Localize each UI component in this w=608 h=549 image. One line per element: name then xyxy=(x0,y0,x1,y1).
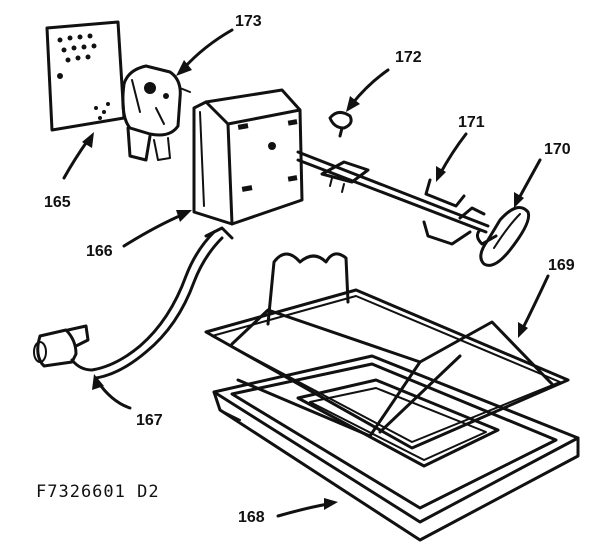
arrow-169 xyxy=(518,274,550,338)
arrow-172 xyxy=(346,68,390,112)
label-170: 170 xyxy=(544,141,571,158)
power-cord-167 xyxy=(33,226,234,380)
thumb-screw-172 xyxy=(328,111,353,138)
motor-housing-166 xyxy=(192,88,304,226)
handle-170 xyxy=(475,206,531,267)
arrow-165 xyxy=(62,132,94,180)
arrow-173 xyxy=(176,28,234,76)
label-167: 167 xyxy=(136,412,163,429)
label-172: 172 xyxy=(395,49,422,66)
arrow-171 xyxy=(436,132,468,182)
label-171: 171 xyxy=(458,114,485,131)
label-173: 173 xyxy=(235,13,262,30)
arrow-168 xyxy=(276,498,338,518)
drip-pan-168 xyxy=(212,354,580,542)
arrow-170 xyxy=(514,158,542,208)
label-166: 166 xyxy=(86,243,113,260)
label-168: 168 xyxy=(238,509,265,526)
mounting-plate-165 xyxy=(45,20,126,132)
motor-173 xyxy=(121,64,191,162)
drawing-code: F7326601 D2 xyxy=(36,482,160,502)
label-165: 165 xyxy=(44,194,71,211)
spit-rod-171 xyxy=(296,150,490,246)
label-169: 169 xyxy=(548,257,575,274)
callout-arrows xyxy=(62,28,550,518)
arrow-166 xyxy=(122,210,192,248)
arrow-167 xyxy=(92,374,132,410)
wire-rack-169 xyxy=(204,252,570,450)
part-labels: 173 172 171 170 169 165 166 167 168 xyxy=(44,13,575,526)
